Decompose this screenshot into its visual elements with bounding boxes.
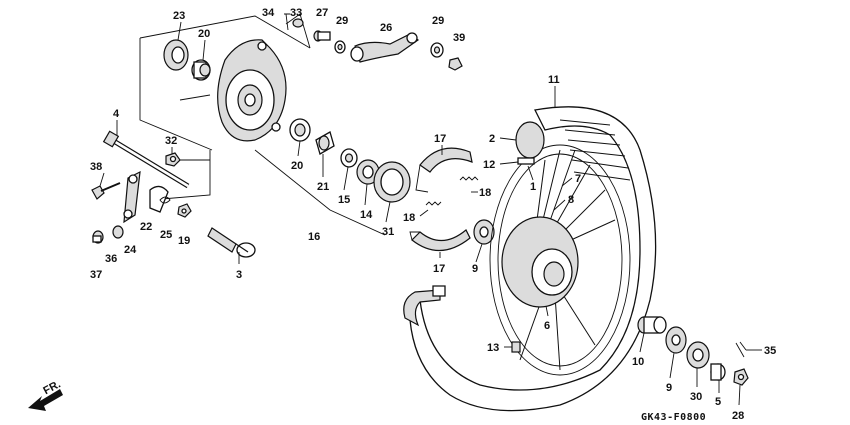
callout-15: 15 [338,194,350,206]
callout-23: 23 [173,10,185,22]
speedometer-gear-3 [207,227,256,258]
callout-27: 27 [316,7,328,19]
callout-18: 18 [403,212,415,224]
callout-19: 19 [178,235,190,247]
callout-21: 21 [317,181,329,193]
callout-1: 1 [530,181,536,193]
tube-loop [403,285,446,327]
callout-11: 11 [548,74,560,86]
seal-15 [340,148,358,168]
callout-9: 9 [666,382,672,394]
bearing-9-right [665,326,687,354]
spacer-10 [637,316,667,334]
spring-18-upper [459,176,479,181]
callout-4: 4 [113,108,120,120]
seal-31 [373,161,411,203]
callout-labels: 23 20 34 33 27 29 26 29 39 4 32 38 22 25… [90,7,776,422]
callout-26: 26 [380,22,392,34]
washer-29-right [430,42,444,58]
wheel-assembly [403,106,657,412]
assembly-bracket-lines [139,13,386,236]
washer-29-left [334,40,346,54]
washer-33 [292,18,304,28]
bolt-39 [448,57,463,71]
nut-36 [112,225,124,239]
collar-21 [315,131,335,155]
rim-band-12 [517,157,535,165]
callout-29: 29 [432,15,444,27]
collar-20-lower [289,118,311,142]
callout-31: 31 [382,226,394,238]
callout-17: 17 [434,133,446,145]
spring-18-lower [425,201,442,206]
collar-20-upper [191,59,211,81]
callout-3: 3 [236,269,242,281]
callout-2: 2 [489,133,495,145]
diagram-code: GK43-F0800 [641,412,706,423]
callout-35: 35 [764,345,776,357]
callout-37: 37 [90,269,102,281]
dust-seal-23 [163,39,189,71]
pin-34 [284,13,290,31]
callout-5: 5 [715,396,721,408]
callout-25: 25 [160,229,172,241]
callout-16: 16 [308,231,320,243]
bolt-27 [313,30,331,42]
leader-lines [99,21,762,406]
cap-37 [92,230,104,244]
callout-20: 20 [291,160,303,172]
spring-25 [159,196,171,204]
valve-13 [511,341,521,353]
axle-4 [102,130,190,189]
callout-14: 14 [360,209,373,221]
callout-30: 30 [690,391,702,403]
callout-32: 32 [165,135,177,147]
gear-14 [356,159,380,185]
bearing-9-left [473,219,495,245]
callout-38: 38 [90,161,102,173]
cotter-pin-35 [735,341,747,358]
brake-panel [217,39,287,142]
callout-8: 8 [568,194,574,206]
callout-33: 33 [290,7,302,19]
hub-6 [501,216,579,308]
bolt-38 [91,182,121,200]
callout-22: 22 [140,221,152,233]
nut-32 [165,152,181,167]
callout-7: 7 [575,173,581,185]
callout-17: 17 [433,263,445,275]
callout-13: 13 [487,342,499,354]
callout-28: 28 [732,410,744,422]
tire-tread [559,119,631,181]
brake-arm-24 [123,170,141,224]
seal-30 [686,341,710,369]
callout-20: 20 [198,28,210,40]
torque-link-26 [350,32,420,63]
callout-9: 9 [472,263,478,275]
callout-6: 6 [544,320,550,332]
callout-36: 36 [105,253,117,265]
brake-shoe-lower-17 [409,229,471,252]
nut-28 [733,368,749,386]
collar-5 [710,363,726,381]
tube-2 [515,121,545,159]
callout-18: 18 [479,187,491,199]
indicator-plate-22 [149,185,169,213]
front-direction-arrow [28,389,63,411]
callout-10: 10 [632,356,644,368]
callout-39: 39 [453,32,465,44]
brake-shoe-upper-17 [415,147,473,193]
callout-12: 12 [483,159,495,171]
callout-24: 24 [124,244,137,256]
callout-29: 29 [336,15,348,27]
callout-34: 34 [262,7,275,19]
nut-19 [177,203,192,218]
